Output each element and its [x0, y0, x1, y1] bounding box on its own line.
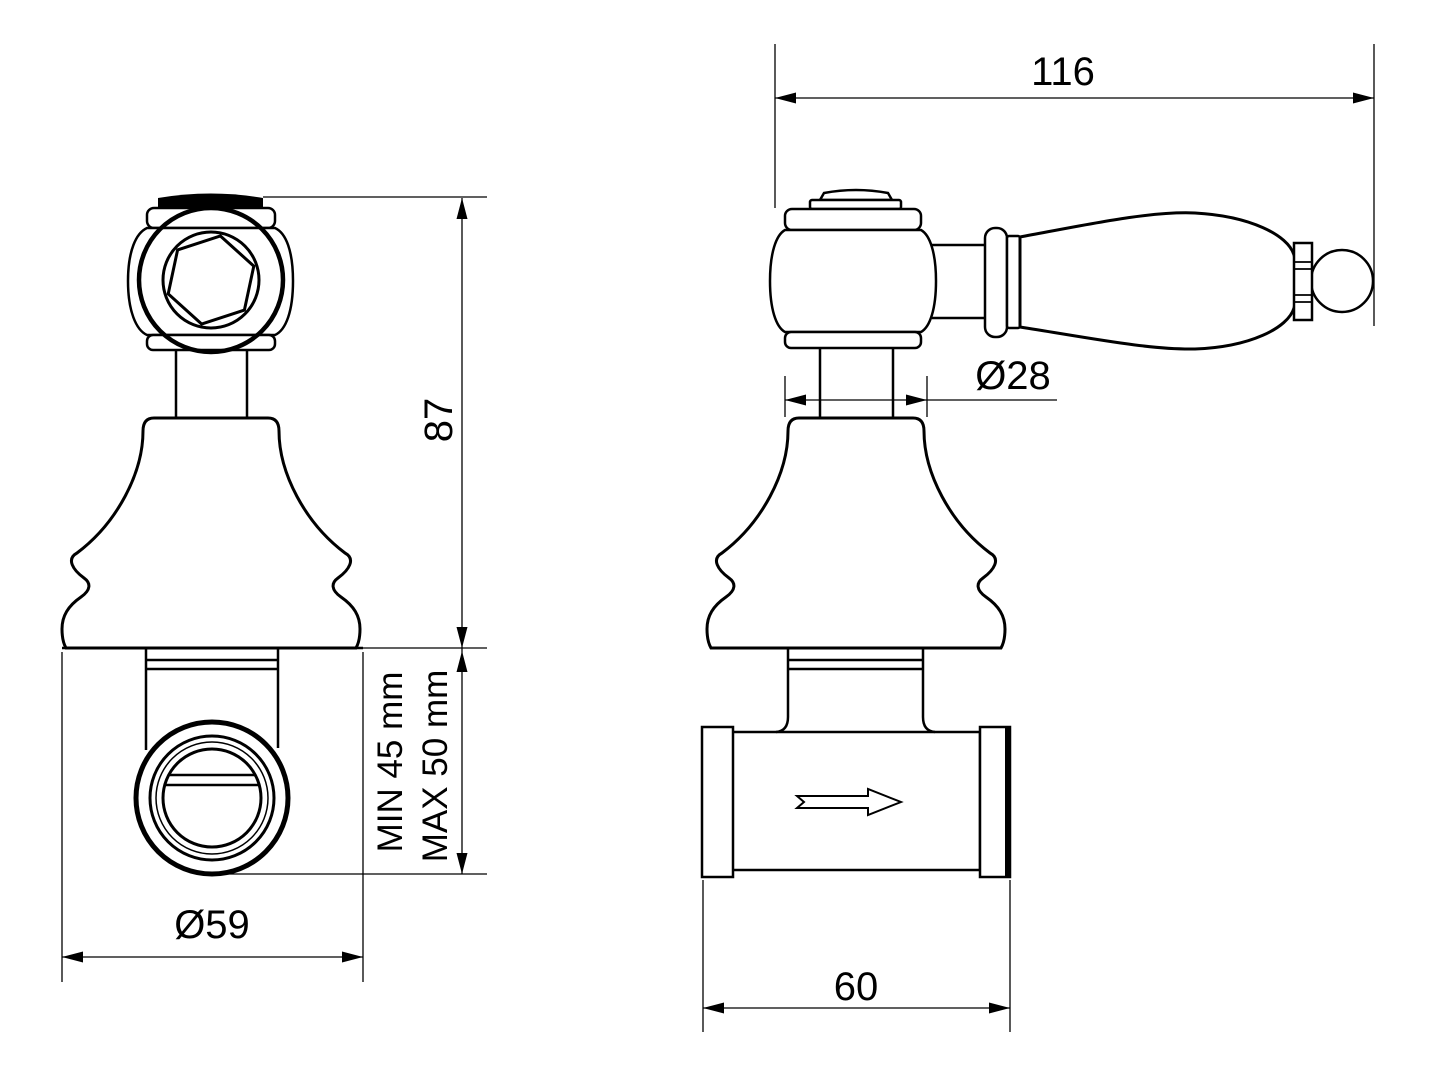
dimension-diameter-28: Ø28 — [784, 354, 1057, 417]
lever-cap-front — [158, 193, 263, 208]
dim-label-max-50: MAX 50 mm — [416, 670, 455, 863]
lever-collar-ring — [1005, 234, 1022, 330]
escutcheon-bell-side — [705, 416, 1007, 650]
dim-label-d28: Ø28 — [975, 354, 1051, 398]
side-view — [700, 188, 1375, 879]
dim-label-min-45: MIN 45 mm — [371, 672, 410, 853]
bonnet-inner-ring — [161, 230, 261, 330]
screw-cap-plate-side — [808, 198, 903, 211]
lever-neck — [932, 243, 985, 320]
dimension-wall-depth: MIN 45 mm MAX 50 mm — [228, 648, 487, 875]
valve-end-cap-left — [700, 725, 735, 879]
dimension-diameter-59: Ø59 — [61, 652, 364, 982]
lever-ball-end — [1309, 248, 1375, 314]
bonnet-top-band-side — [783, 207, 923, 232]
dimension-length-60: 60 — [702, 880, 1011, 1032]
dim-label-87: 87 — [417, 398, 461, 443]
stem-front — [174, 350, 249, 418]
pipe-union-inner — [161, 747, 263, 849]
pipe-union-slot — [165, 773, 259, 787]
dimension-height-87: 87 — [263, 196, 487, 649]
flow-direction-arrow-icon — [794, 787, 904, 817]
valve-body-side — [730, 730, 982, 872]
lever-ferrule — [1292, 241, 1314, 322]
valve-body-front — [144, 648, 280, 750]
dim-label-d59: Ø59 — [174, 903, 250, 947]
dim-label-116: 116 — [1031, 50, 1095, 94]
bonnet-outer-ring — [136, 205, 286, 355]
bonnet-body-side — [768, 228, 938, 334]
screw-cap-side — [817, 188, 895, 202]
pipe-union-ring-2 — [155, 741, 269, 855]
valve-neck-side — [775, 648, 936, 734]
pipe-union-ring-1 — [148, 734, 276, 862]
stem-side — [818, 348, 895, 418]
lever-collar — [983, 226, 1009, 339]
dim-label-60: 60 — [834, 965, 879, 1009]
lever-handle — [1018, 211, 1299, 351]
dimension-length-116: 116 — [774, 44, 1375, 326]
bonnet-bottom-band-side — [783, 330, 923, 350]
lever-ferrule-bands — [1294, 261, 1312, 303]
front-view — [60, 193, 363, 877]
pipe-union-outer — [133, 719, 291, 877]
hex-socket-icon — [166, 234, 256, 326]
escutcheon-bell-front — [60, 416, 362, 650]
